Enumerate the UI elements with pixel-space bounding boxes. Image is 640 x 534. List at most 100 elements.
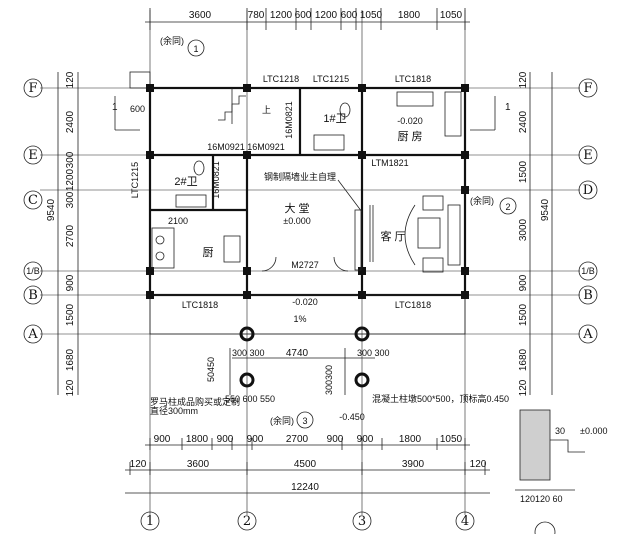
kitchen-counter-left	[151, 227, 241, 269]
top-dim-9: 1050	[440, 10, 463, 21]
top-dim-3: 1200	[270, 10, 293, 21]
staircase	[218, 88, 246, 124]
right-dim-8: 120	[518, 379, 529, 396]
top-dim-7: 1050	[360, 10, 383, 21]
grid-row-1B-right: 1/B	[581, 266, 595, 276]
wc1-fixtures	[313, 102, 351, 151]
bottom-dim2-3: 4500	[294, 459, 317, 470]
level-steps: -0.450	[339, 412, 365, 422]
roman-column-note: 罗马柱成品购买或定制	[150, 396, 240, 407]
top-dim-2: 780	[248, 10, 265, 21]
grid-row-E-right: E	[583, 148, 593, 163]
room-wc1: 1#卫	[323, 113, 346, 125]
section-marks	[114, 39, 517, 429]
label-m2727: M2727	[291, 260, 319, 270]
section-1-right: 1	[505, 102, 511, 113]
living-room-sofa	[369, 195, 461, 273]
label-ltc1218: LTC1218	[263, 74, 299, 84]
bottom-dimension-chain-1	[145, 438, 470, 450]
grid-row-F-right: F	[583, 81, 592, 96]
grid-col-2: 2	[243, 514, 251, 529]
left-dim-6: 2700	[65, 224, 76, 247]
detail-1-bubble: 1	[193, 44, 198, 54]
label-ltc1215: LTC1215	[313, 74, 349, 84]
label-ltc1818: LTC1818	[395, 74, 431, 84]
room-wc2: 2#卫	[174, 176, 197, 188]
top-dim-4: 600	[295, 10, 312, 21]
label-ltc1215-vertical: LTC1215	[130, 162, 140, 198]
top-dim-5: 1200	[315, 10, 338, 21]
porch-dim-side2: 300300	[324, 365, 334, 395]
grid-col-3: 3	[358, 514, 366, 529]
glass-wall-note: 钢制隔墙业主自理	[264, 171, 336, 182]
detail-3-bubble: 3	[302, 416, 307, 426]
left-total: 9540	[46, 198, 57, 221]
column-pier-note: 混凝土柱墩500*500，顶标高0.450	[372, 393, 509, 404]
grid-row-D-right: D	[583, 183, 593, 198]
top-dim-1: 3600	[189, 10, 212, 21]
bottom-dim2-4: 3900	[402, 459, 425, 470]
bottom-dim1-3: 900	[217, 434, 234, 445]
grid-row-bubbles-left	[23, 78, 43, 344]
porch-columns	[239, 326, 370, 388]
grid-col-4: 4	[461, 514, 469, 529]
right-dim-4: 3000	[518, 218, 529, 241]
room-kitchen-left: 厨	[203, 246, 214, 259]
bottom-dim1-6: 900	[327, 434, 344, 445]
detail-dims: 120120 60	[520, 494, 563, 504]
wc2-fixtures	[175, 160, 207, 208]
grid-row-F-left: F	[28, 81, 37, 96]
grid-row-bubbles-right	[578, 78, 598, 344]
bottom-dim2-1: 120	[130, 459, 147, 470]
grid-row-1B-left: 1/B	[26, 266, 40, 276]
porch-dim-4740: 4740	[286, 348, 309, 359]
porch-dim-side: 50450	[206, 357, 216, 382]
label-ltc1818-right: LTC1818	[395, 300, 431, 310]
grid-column-bubbles	[140, 511, 475, 531]
left-dim-4: 1200	[65, 168, 76, 191]
level-porch: -0.020	[292, 297, 318, 307]
left-dimension-chain	[57, 72, 79, 395]
bottom-dim1-5: 2700	[286, 434, 309, 445]
porch-dim-right: 300 300	[357, 348, 390, 358]
label-16m0921: 16M0921 16M0921	[207, 142, 285, 152]
stair-up-label: 上	[262, 105, 271, 115]
right-dimension-chain	[529, 72, 553, 395]
porch-dim-550: 550 600 550	[225, 394, 275, 404]
detail-level: ±0.000	[580, 426, 607, 436]
grid-col-1: 1	[146, 514, 154, 529]
right-dim-3: 1500	[518, 160, 529, 183]
label-16m0821: 16M0821	[284, 101, 294, 139]
bottom-dim1-9: 1050	[440, 434, 463, 445]
left-dim-8: 1500	[65, 303, 76, 326]
grid-row-A-left: A	[27, 327, 38, 342]
grid-row-C-left: C	[28, 193, 38, 208]
right-total: 9540	[540, 198, 551, 221]
top-dim-8: 1800	[398, 10, 421, 21]
bottom-dim1-4: 900	[247, 434, 264, 445]
hall-glass-partition	[337, 179, 363, 271]
entrance-door	[261, 256, 349, 272]
room-living: 客 厅	[380, 229, 405, 243]
roman-column-note-2: 直径300mm	[150, 405, 198, 416]
grid-row-B-right: B	[583, 288, 593, 303]
kitchen-counter-right	[396, 91, 462, 137]
section-1-left: 1	[112, 102, 118, 113]
porch-dim-left: 300 300	[232, 348, 265, 358]
step-detail-section	[515, 409, 585, 534]
right-dim-5: 900	[518, 274, 529, 291]
right-dim-1: 120	[518, 71, 529, 88]
label-600: 600	[130, 104, 145, 114]
label-2100: 2100	[168, 216, 188, 226]
slope-label: 1%	[293, 314, 306, 324]
yuyu-right: (余同)	[470, 195, 494, 206]
room-hall: 大 堂	[284, 201, 309, 215]
label-ltm1821: LTM1821	[371, 158, 408, 168]
hall-level: ±0.000	[283, 216, 310, 226]
room-kitchen-right: 厨 房	[397, 130, 422, 143]
label-16m0821-b: 16M0821	[211, 161, 221, 199]
yuyu-bottom: (余同)	[270, 415, 294, 426]
right-dim-2: 2400	[518, 110, 529, 133]
bottom-dim1-1: 900	[154, 434, 171, 445]
